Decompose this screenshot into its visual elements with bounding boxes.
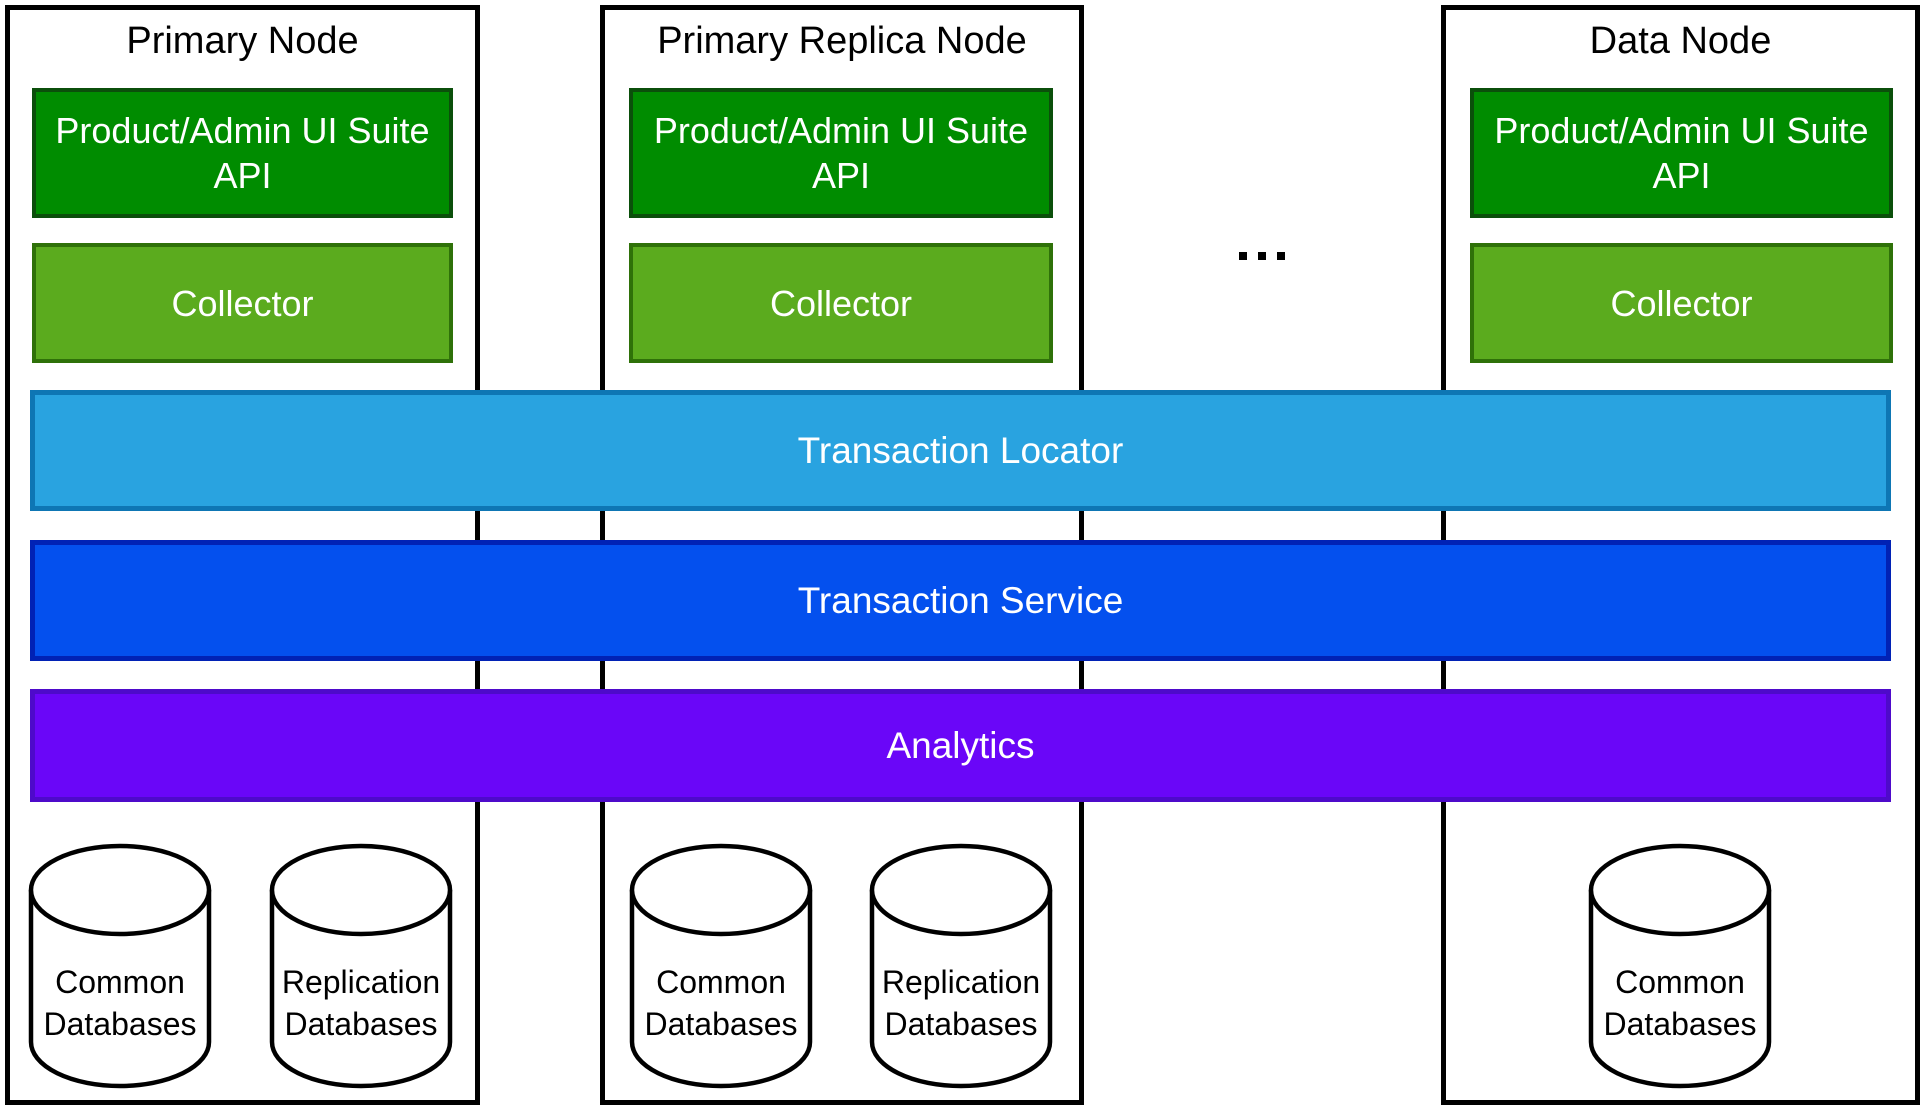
database-cylinder bbox=[269, 843, 453, 1089]
transaction-locator-bar: Transaction Locator bbox=[30, 390, 1891, 511]
api-box-primary-replica: Product/Admin UI Suite API bbox=[629, 88, 1053, 218]
analytics-bar: Analytics bbox=[30, 689, 1891, 802]
transaction-service-label: Transaction Service bbox=[797, 579, 1124, 621]
db-label-line2: Databases bbox=[1603, 1006, 1757, 1042]
ellipsis-dot bbox=[1239, 252, 1247, 260]
db-label-line1: Replication bbox=[281, 964, 441, 1000]
database-label-replication: Replication Databases bbox=[269, 961, 453, 1045]
db-label-line1: Common bbox=[55, 964, 185, 1000]
api-box-label-line2: API bbox=[811, 155, 871, 196]
collector-label: Collector bbox=[769, 282, 913, 324]
api-box-label-line2: API bbox=[1652, 155, 1711, 196]
node-title-primary-replica: Primary Replica Node bbox=[657, 20, 1027, 62]
transaction-service-bar: Transaction Service bbox=[30, 540, 1891, 661]
transaction-locator-label: Transaction Locator bbox=[797, 429, 1124, 471]
collector-label: Collector bbox=[1610, 282, 1753, 324]
database-cylinder bbox=[869, 843, 1053, 1089]
api-box-label-line1: Product/Admin UI Suite bbox=[1494, 110, 1869, 151]
db-label-line2: Databases bbox=[284, 1006, 438, 1042]
ellipsis-dot bbox=[1258, 252, 1266, 260]
db-label-line2: Databases bbox=[884, 1006, 1038, 1042]
api-box-primary: Product/Admin UI Suite API bbox=[32, 88, 453, 218]
db-label-line1: Common bbox=[656, 964, 786, 1000]
collector-label: Collector bbox=[171, 282, 314, 324]
database-label-replication: Replication Databases bbox=[869, 961, 1053, 1045]
ellipsis-dot bbox=[1277, 252, 1285, 260]
db-label-line1: Common bbox=[1615, 964, 1745, 1000]
api-box-label-line1: Product/Admin UI Suite bbox=[55, 110, 430, 151]
db-label-line2: Databases bbox=[644, 1006, 798, 1042]
api-box-data: Product/Admin UI Suite API bbox=[1470, 88, 1893, 218]
api-box-label-line2: API bbox=[213, 155, 272, 196]
db-label-line1: Replication bbox=[881, 964, 1041, 1000]
node-title-primary: Primary Node bbox=[126, 20, 359, 62]
database-cylinder bbox=[629, 843, 813, 1089]
collector-box-data: Collector bbox=[1470, 243, 1893, 363]
database-label-common: Common Databases bbox=[28, 961, 212, 1045]
api-box-label-line1: Product/Admin UI Suite bbox=[653, 110, 1029, 151]
database-cylinder bbox=[28, 843, 212, 1089]
database-cylinder bbox=[1588, 843, 1772, 1089]
db-label-line2: Databases bbox=[43, 1006, 197, 1042]
database-label-common: Common Databases bbox=[629, 961, 813, 1045]
analytics-label: Analytics bbox=[886, 724, 1035, 766]
database-label-common: Common Databases bbox=[1588, 961, 1772, 1045]
collector-box-primary: Collector bbox=[32, 243, 453, 363]
more-nodes-ellipsis bbox=[1239, 252, 1285, 260]
node-title-data: Data Node bbox=[1589, 20, 1772, 62]
collector-box-primary-replica: Collector bbox=[629, 243, 1053, 363]
